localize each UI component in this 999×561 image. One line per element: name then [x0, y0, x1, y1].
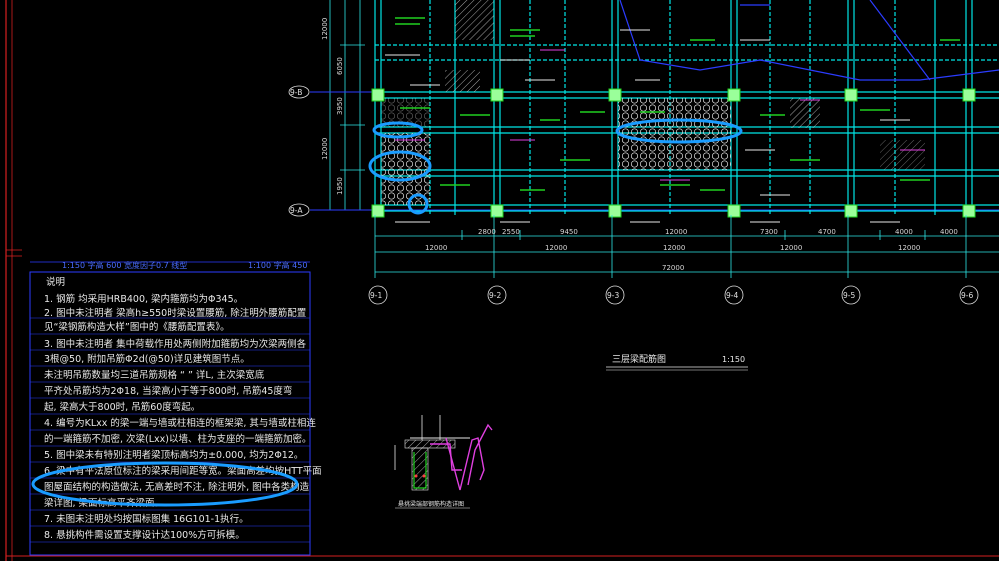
note-line-8: 4. 编号为KLxx 的梁一端与墙或柱相连的框架梁, 其与墙或柱相连 [44, 417, 316, 429]
dim-bay-0: 12000 [425, 244, 447, 252]
drawing-frame [5, 0, 999, 561]
blue-lines [619, 0, 999, 81]
highlight-ellipse-3 [407, 193, 429, 215]
row-label-9A: 9-A [290, 206, 303, 215]
dim-bay-3: 12000 [780, 244, 802, 252]
rebar-annotations [385, 17, 960, 223]
highlight-ellipse-4 [615, 118, 743, 144]
highlight-ellipse-1 [372, 121, 424, 139]
note-line-15: 8. 悬挑构件需设置支撑设计达100%方可拆模。 [44, 529, 245, 541]
dim-span-3: 12000 [665, 228, 687, 236]
dim-total: 72000 [662, 264, 684, 272]
note-line-0: 1. 钢筋 均采用HRB400, 梁内箍筋均为Φ345。 [44, 293, 243, 305]
section-detail: 悬挑梁端部钢筋构造详图 [394, 415, 493, 509]
note-line-5: 未注明吊筋数量均三道吊筋规格 “ ” 详L, 主次梁宽底 [44, 369, 265, 381]
note-line-7: 起, 梁高大于800时, 吊筋60度弯起。 [44, 401, 200, 413]
plan-title: 三层梁配筋图 [612, 353, 666, 365]
left-dimension-lines [325, 0, 365, 211]
notes-panel: 1:150 字高 600 宽度因子0.7 线型 1:100 字高 450 说明 … [29, 260, 322, 556]
highlight-markups [31, 118, 743, 507]
bottom-dimension-lines [374, 215, 999, 278]
dim-left-0: 12000 [321, 18, 329, 40]
col-label-9-1: 9-1 [370, 291, 382, 300]
note-line-1: 2. 图中未注明者 梁高h≥550时梁设置腰筋, 除注明外腰筋配置 [44, 307, 306, 319]
dim-left-2: 3950 [336, 97, 344, 115]
dim-span-6: 4000 [895, 228, 913, 236]
col-label-9-2: 9-2 [489, 291, 501, 300]
note-line-6: 平齐处吊筋均为2Φ18, 当梁高小于等于800时, 吊筋45度弯 [44, 385, 292, 397]
note-line-9: 的一端箍筋不加密, 次梁(Lxx)以墙、柱为支座的一端箍筋加密。 [44, 433, 312, 445]
col-label-9-5: 9-5 [843, 291, 855, 300]
dim-span-7: 4000 [940, 228, 958, 236]
dim-bay-4: 12000 [898, 244, 920, 252]
dim-left-3: 12000 [321, 138, 329, 160]
dim-span-0: 2800 [478, 228, 496, 236]
detail-caption: 悬挑梁端部钢筋构造详图 [398, 500, 464, 508]
dim-span-4: 7300 [760, 228, 778, 236]
note-line-3: 3. 图中未注明者 集中荷载作用处两侧附加箍筋均为次梁两侧各 [44, 338, 307, 350]
row-bubble-9A [288, 203, 310, 217]
notes-title: 说明 [46, 276, 65, 288]
dim-bay-2: 12000 [663, 244, 685, 252]
col-label-9-3: 9-3 [607, 291, 619, 300]
col-label-9-6: 9-6 [961, 291, 973, 300]
columns [371, 88, 976, 218]
row-label-9B: 9-B [290, 88, 302, 97]
plan-title-block: 三层梁配筋图 1:150 [606, 353, 748, 371]
dim-span-2: 9450 [560, 228, 578, 236]
dim-left-4: 1950 [336, 177, 344, 195]
highlight-ellipse-5 [31, 461, 299, 507]
column-axis-labels: 9-1 9-2 9-3 9-4 9-5 9-6 [370, 291, 973, 300]
left-dimension-texts: 12000 6050 3950 12000 1950 [321, 18, 344, 195]
col-label-9-4: 9-4 [726, 291, 738, 300]
dim-span-1: 2550 [502, 228, 520, 236]
note-line-2: 见“梁钢筋构造大样”图中的《腰筋配置表》。 [44, 321, 230, 333]
note-line-10: 5. 图中梁未有特别注明者梁顶标高均为±0.000, 均为2Φ12。 [44, 449, 303, 461]
note-line-4: 3根@50, 附加吊筋Φ2d(@50)详见建筑图节点。 [44, 353, 250, 365]
plan-scale: 1:150 [722, 355, 745, 364]
bottom-dimension-texts: 2800 2550 9450 12000 7300 4700 4000 4000… [425, 228, 958, 272]
row-bubble-9B [288, 85, 310, 99]
note-line-12: 图屋面结构的构造做法, 无高差时不注, 除注明外, 图中各类构造 [44, 481, 310, 493]
dim-left-1: 6050 [336, 57, 344, 75]
slab-regions [381, 0, 925, 205]
notes-header-right: 1:100 字高 450 [248, 260, 307, 270]
note-line-14: 7. 未图未注明处均按国标图集 16G101-1执行。 [44, 513, 249, 525]
dim-span-5: 4700 [818, 228, 836, 236]
highlight-ellipse-2 [368, 150, 432, 182]
dim-bay-1: 12000 [545, 244, 567, 252]
column-axes [368, 285, 979, 305]
notes-header-left: 1:150 字高 600 宽度因子0.7 线型 [62, 260, 187, 270]
